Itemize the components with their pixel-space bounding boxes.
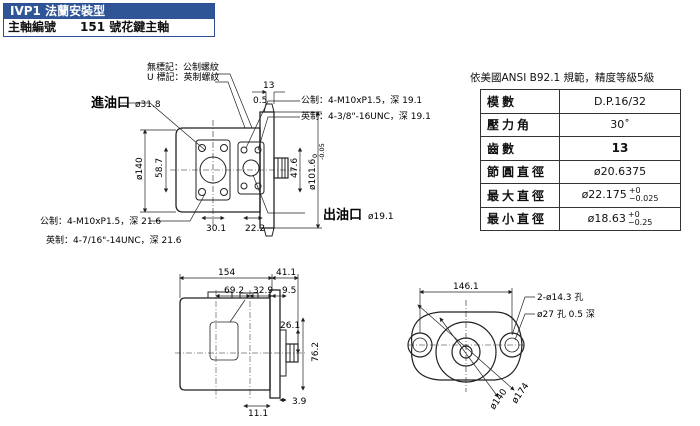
- dim-30-1: 30.1: [206, 224, 226, 234]
- dim-22-2: 22.2: [245, 224, 265, 234]
- dim-dia-140: ø140: [135, 157, 145, 180]
- dim-47-6: 47.6: [290, 158, 300, 178]
- dim-0-5: 0.5: [253, 96, 267, 106]
- dim-13: 13: [263, 81, 274, 91]
- dim-9-5: 9.5: [282, 286, 296, 296]
- dim-dia-174: ø174: [510, 381, 531, 406]
- left-imperial-thread: 英制：4-7/16"-14UNC，深 21.6: [46, 234, 182, 246]
- tolerance-lower: −0.25: [627, 217, 653, 227]
- dim-69-2: 69.2: [224, 286, 244, 296]
- dim-58-7: 58.7: [155, 158, 165, 178]
- spec-value: D.P.16/32: [559, 89, 681, 114]
- left-metric-thread: 公制：4-M10xP1.5，深 21.6: [40, 215, 161, 227]
- spec-key: 最小直徑: [480, 206, 560, 231]
- dim-tolerance-lower: -0.05: [318, 143, 326, 160]
- dim-32-9: 32.9: [253, 286, 273, 296]
- tolerance: +0−0.25: [627, 209, 653, 227]
- end-dimensions: [417, 288, 535, 398]
- tolerance: +0−0.025: [629, 187, 659, 203]
- outlet-label: 出油口: [323, 207, 362, 223]
- dim-dia-140-end: ø140: [488, 387, 509, 412]
- spec-key: 壓力角: [480, 112, 560, 137]
- spec-value-with-tolerance: ø18.63+0−0.25: [559, 206, 681, 231]
- spec-value: ø22.175: [581, 188, 627, 202]
- spec-value: ø20.6375: [559, 159, 681, 184]
- header-box: IVP1 法蘭安裝型 主軸編號 151 號花鍵主軸: [3, 3, 215, 37]
- dim-76-2: 76.2: [311, 342, 321, 362]
- imperial-mark-note: U 標記：英制螺紋: [147, 71, 219, 83]
- metric-mark-note: 無標記：公制螺紋: [147, 61, 219, 73]
- mount-holes-note: 2-ø14.3 孔: [537, 292, 583, 303]
- front-dimensions: [120, 73, 322, 229]
- dim-146-1: 146.1: [453, 282, 479, 292]
- dim-tolerance-upper: 0: [311, 154, 319, 158]
- inlet-label: 進油口: [91, 95, 130, 111]
- spec-value: ø18.63: [587, 211, 626, 225]
- counterbore-note: ø27 孔 0.5 深: [537, 309, 595, 320]
- header-title: IVP1 法蘭安裝型: [4, 4, 214, 19]
- front-view: [170, 103, 300, 237]
- spec-key: 最大直徑: [480, 183, 560, 208]
- end-view: [407, 300, 526, 392]
- tolerance-lower: −0.025: [628, 194, 659, 204]
- header-subtitle: 主軸編號 151 號花鍵主軸: [8, 20, 170, 34]
- tolerance-upper: +0: [627, 209, 640, 219]
- dim-11-1: 11.1: [248, 409, 268, 419]
- tolerance-upper: +0: [628, 186, 641, 196]
- dim-154: 154: [218, 268, 235, 278]
- dim-41-1: 41.1: [276, 268, 296, 278]
- right-metric-thread: 公制：4-M10xP1.5，深 19.1: [301, 94, 422, 106]
- dim-dia-101-6: ø101.6: [308, 158, 318, 190]
- spec-key: 節圓直徑: [480, 159, 560, 184]
- table-row: 最小直徑 ø18.63+0−0.25: [480, 206, 681, 231]
- outlet-diameter: ø19.1: [368, 212, 394, 222]
- dim-3-9: 3.9: [292, 397, 307, 407]
- inlet-diameter: ø31.8: [135, 100, 161, 110]
- side-dimensions: [179, 274, 306, 409]
- spec-title: 依美國ANSI B92.1 規範，精度等級5級: [470, 72, 655, 84]
- side-view: [175, 289, 305, 399]
- spec-value: 13: [559, 136, 681, 161]
- dim-26-1: 26.1: [280, 321, 300, 331]
- right-imperial-thread: 英制：4-3/8"-16UNC，深 19.1: [301, 110, 431, 122]
